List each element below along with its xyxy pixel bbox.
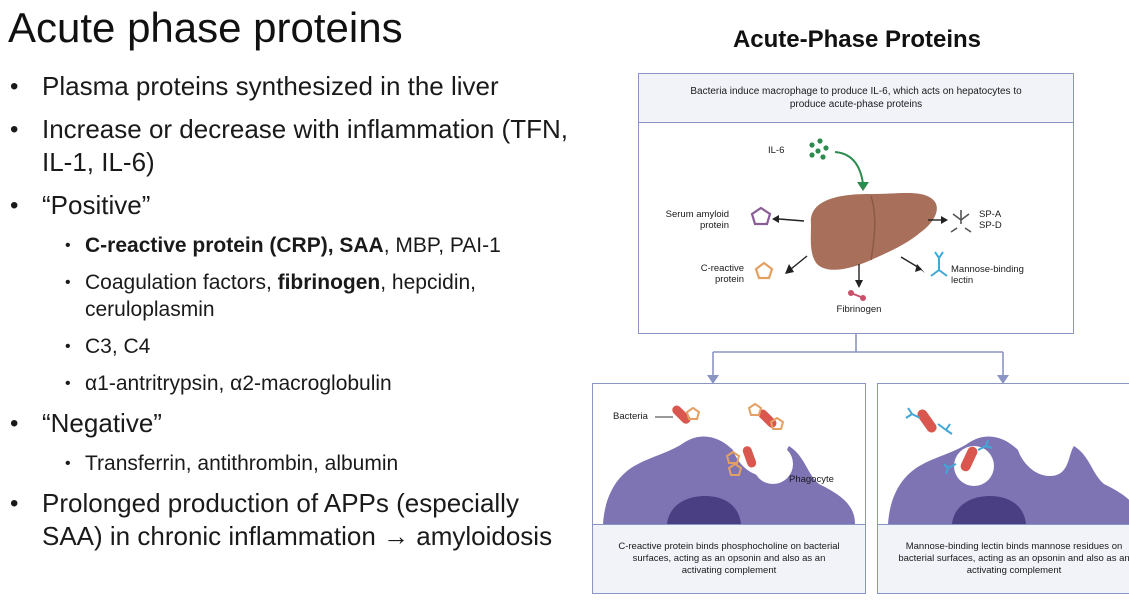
top-caption: Bacteria induce macrophage to produce IL… (639, 74, 1073, 123)
phagocyte-label: Phagocyte (789, 474, 834, 485)
acute-phase-figure: Acute-Phase Proteins Bacteria induce mac… (585, 0, 1129, 603)
sp-icon (950, 210, 972, 233)
liver-box: Bacteria induce macrophage to produce IL… (638, 73, 1074, 334)
bullet-positive: “Positive” (10, 189, 580, 222)
sub-bullet-complement: C3, C4 (10, 333, 580, 360)
bacteria-label: Bacteria (613, 411, 648, 422)
bacteria-icon-1 (672, 405, 691, 424)
sub-bullet-coagulation: Coagulation factors, fibrinogen, hepcidi… (10, 269, 580, 323)
mbl-caption: Mannose-binding lectin binds mannose res… (878, 524, 1129, 593)
bullet-amyloidosis: Prolonged production of APPs (especially… (10, 487, 580, 553)
crp-caption: C-reactive protein binds phosphocholine … (593, 524, 865, 593)
coag-pre-text: Coagulation factors, (85, 271, 278, 294)
crp-phagocyte-illustration (603, 402, 855, 524)
connector-arrows (707, 333, 1009, 384)
il6-icon (809, 138, 829, 160)
slide-title: Acute phase proteins (8, 4, 403, 51)
bullet-inflammation: Increase or decrease with inflammation (… (10, 113, 580, 179)
bullet-liver: Plasma proteins synthesized in the liver (10, 70, 580, 103)
crp-label: C-reactive protein (700, 263, 744, 285)
mbl-phagocyte-illustration (888, 407, 1129, 524)
mbl-icon (930, 251, 948, 277)
liver-diagram (750, 138, 972, 301)
bullet-list: Plasma proteins synthesized in the liver… (10, 70, 580, 563)
fibrinogen-icon (848, 290, 866, 301)
mbl-label: Mannose-binding lectin (951, 264, 1024, 286)
sub-bullet-transferrin: Transferrin, antithrombin, albumin (10, 450, 580, 477)
crp-icon (754, 261, 774, 280)
sub-bullet-crp: C-reactive protein (CRP), SAA, MBP, PAI-… (10, 232, 580, 259)
coag-post-text: , hepcidin, ceruloplasmin (85, 271, 476, 321)
fibrinogen-label: Fibrinogen (836, 304, 882, 315)
crp-saa-text: C-reactive protein (CRP), SAA (85, 234, 384, 257)
liver-icon (810, 193, 937, 270)
bacteria-icon-2 (917, 409, 937, 433)
saa-label: Serum amyloid protein (665, 209, 729, 231)
figure-title: Acute-Phase Proteins (732, 26, 982, 53)
fibrinogen-text: fibrinogen (277, 271, 381, 294)
crp-panel: Bacteria Phagocyte C-reactive protein bi… (592, 383, 866, 594)
saa-icon (750, 206, 772, 226)
mbp-pai-text: , MBP, PAI-1 (383, 234, 501, 257)
sp-label: SP-A SP-D (979, 209, 1002, 231)
bullet-negative: “Negative” (10, 407, 580, 440)
mbl-panel: Mannose-binding lectin binds mannose res… (877, 383, 1129, 594)
il6-label: IL-6 (768, 145, 785, 156)
sub-bullet-antitrypsin: α1-antritrypsin, α2-macroglobulin (10, 370, 580, 397)
